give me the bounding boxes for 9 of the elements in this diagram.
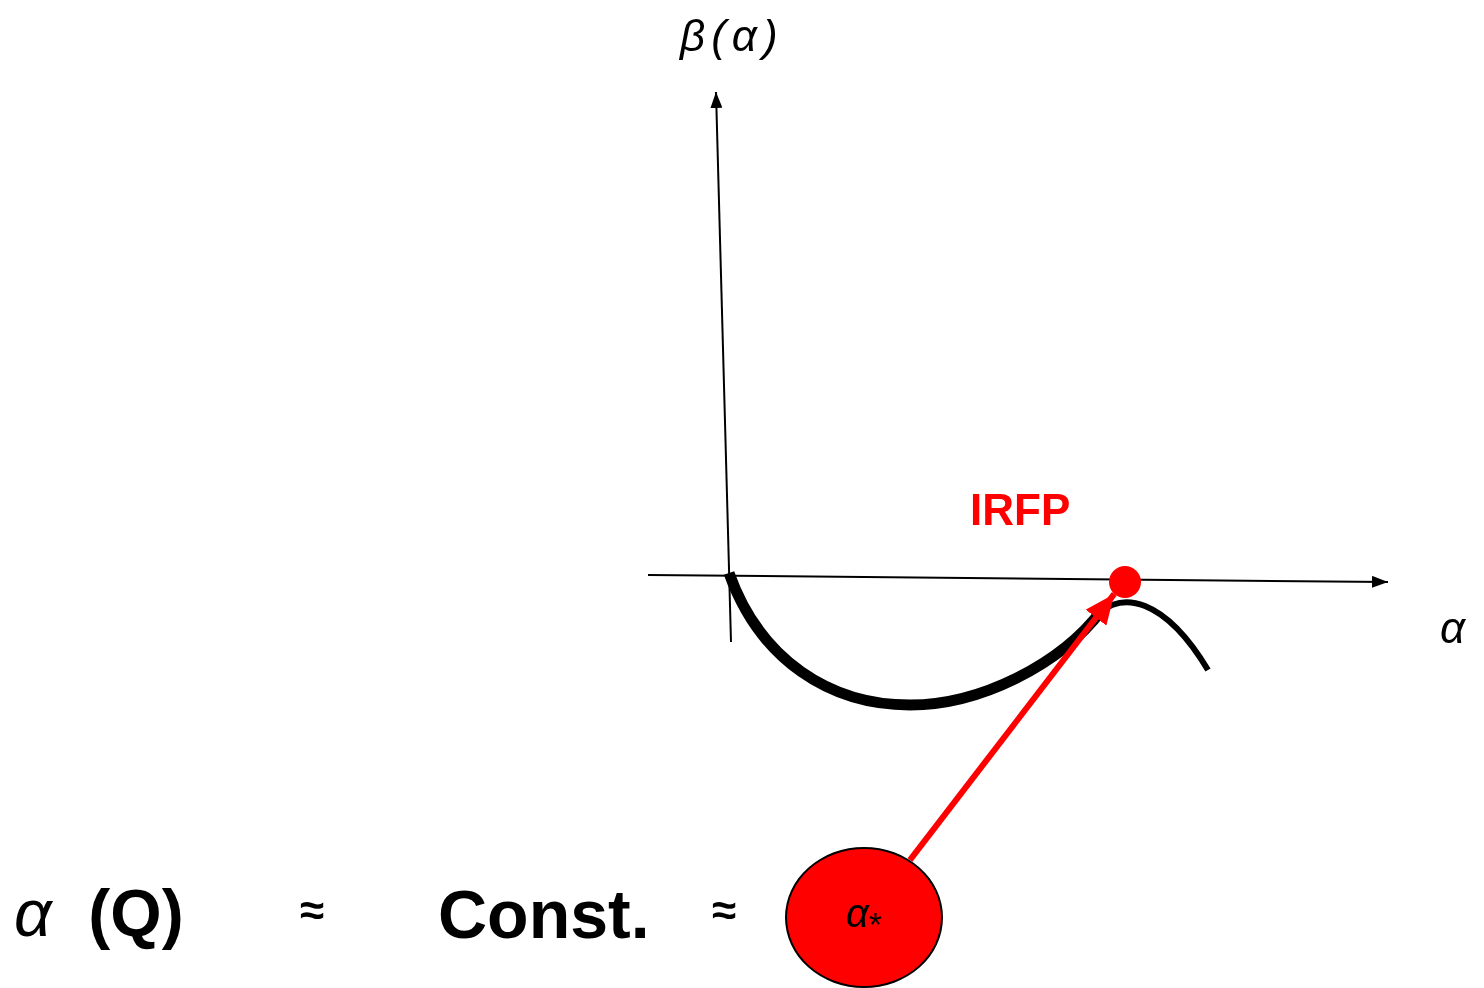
approx-symbol: ≈ — [712, 888, 737, 932]
node-label: α$_{*}$ — [846, 891, 882, 944]
arrow — [907, 592, 1117, 862]
point-label: IRFP — [970, 488, 1071, 532]
equation-term: Const. — [438, 880, 650, 948]
fixed-point-dot — [1109, 566, 1141, 598]
axis-label: α — [1440, 606, 1466, 650]
axis-label: β(α) — [680, 14, 784, 58]
approx-symbol: ≈ — [300, 888, 325, 932]
